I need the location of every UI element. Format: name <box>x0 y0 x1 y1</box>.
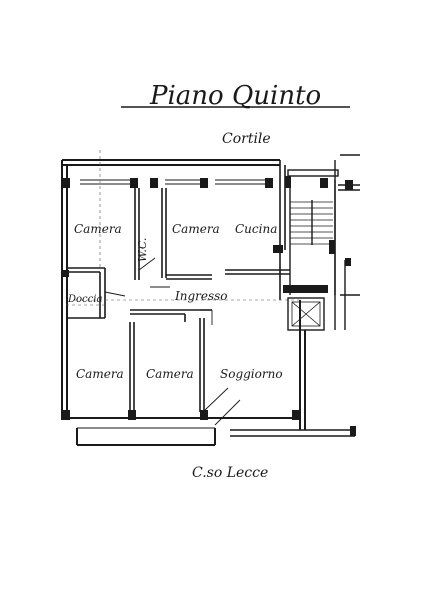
label-cortile: Cortile <box>222 131 271 147</box>
staircase <box>287 169 339 295</box>
label-camera-bottom-mid: Camera <box>146 367 194 381</box>
lift <box>287 297 325 331</box>
label-ingresso: Ingresso <box>174 289 228 303</box>
label-camera-top-left: Camera <box>74 222 122 236</box>
label-camera-top-mid: Camera <box>172 222 220 236</box>
axis-lines <box>66 150 300 306</box>
pillars <box>62 178 356 436</box>
top-windows <box>80 179 265 185</box>
label-cucina: Cucina <box>235 222 277 236</box>
label-wc: W.C. <box>136 238 149 262</box>
doors <box>104 257 241 426</box>
label-soggiorno: Soggiorno <box>220 367 283 381</box>
right-neighbour-posts <box>345 180 353 266</box>
interior-walls <box>67 160 290 412</box>
label-doccia: Doccia <box>67 294 102 305</box>
stair-posts <box>283 176 335 293</box>
plan-title: Piano Quinto <box>149 81 321 111</box>
outer-walls <box>61 159 355 446</box>
label-camera-bottom-left: Camera <box>76 367 124 381</box>
label-street: C.so Lecce <box>192 465 268 481</box>
